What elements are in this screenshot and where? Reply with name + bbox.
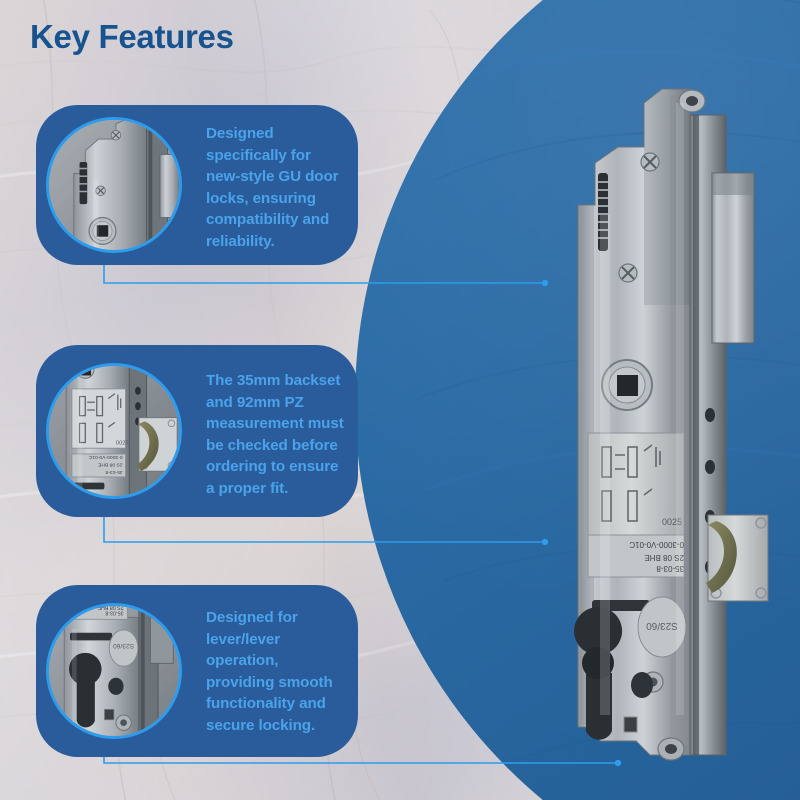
fixing-boss bbox=[678, 89, 706, 113]
screw-icon bbox=[618, 263, 638, 283]
svg-text:0025: 0025 bbox=[116, 440, 129, 446]
svg-text:35-03-8: 35-03-8 bbox=[105, 610, 123, 616]
lock-faceplate-thumbnail bbox=[46, 117, 182, 253]
thumbnail-lock-keyhole-art: 2S 08 BHE 35-03-8 S23/60 bbox=[49, 604, 179, 736]
spec-plate: 0025 0-3000-V0-01C 2S 08 BHE 35-03-8 bbox=[587, 432, 685, 578]
spindle-hole bbox=[601, 359, 653, 411]
feature-card-text: The 35mm backset and 92mm PZ measurement… bbox=[206, 372, 344, 497]
screw-icon bbox=[640, 152, 660, 172]
feature-card-gu-compatibility[interactable]: Designed specifically for new-style GU d… bbox=[36, 105, 358, 265]
svg-text:0-3000-V0-01C: 0-3000-V0-01C bbox=[629, 540, 684, 549]
feature-card-text: Designed specifically for new-style GU d… bbox=[206, 125, 339, 250]
svg-text:35-03-8: 35-03-8 bbox=[656, 564, 684, 573]
svg-text:0-3000-V0-01C: 0-3000-V0-01C bbox=[88, 454, 122, 460]
thumbnail-lock-label-art: 0025 0-3000-V0-01C 2S 08 BHE 35-03-8 bbox=[49, 366, 179, 496]
feature-card-backset-measurement[interactable]: 0025 0-3000-V0-01C 2S 08 BHE 35-03-8 bbox=[36, 345, 358, 517]
svg-text:S23/60: S23/60 bbox=[646, 620, 678, 631]
maker-medallion: S23/60 bbox=[637, 596, 687, 658]
lock-label-thumbnail: 0025 0-3000-V0-01C 2S 08 BHE 35-03-8 bbox=[46, 363, 182, 499]
feature-card-lever-operation[interactable]: 2S 08 BHE 35-03-8 S23/60 bbox=[36, 585, 358, 757]
hook-bolt bbox=[706, 514, 769, 602]
page-title: Key Features bbox=[30, 18, 234, 55]
svg-text:2S 08 BHE: 2S 08 BHE bbox=[644, 553, 684, 562]
fixing-boss bbox=[657, 737, 685, 761]
svg-text:0025: 0025 bbox=[662, 517, 682, 527]
svg-text:2S 08 BHE: 2S 08 BHE bbox=[97, 604, 123, 610]
feature-card-text: Designed for lever/lever operation, prov… bbox=[206, 609, 333, 734]
svg-text:S23/60: S23/60 bbox=[113, 642, 134, 649]
svg-text:35-03-8: 35-03-8 bbox=[105, 469, 122, 475]
lock-keyhole-thumbnail: 2S 08 BHE 35-03-8 S23/60 bbox=[46, 603, 182, 739]
svg-text:2S 08 BHE: 2S 08 BHE bbox=[97, 462, 122, 468]
thumbnail-lock-faceplate-art bbox=[49, 120, 179, 250]
product-image-lock: 0025 0-3000-V0-01C 2S 08 BHE 35-03-8 S23… bbox=[574, 88, 769, 761]
